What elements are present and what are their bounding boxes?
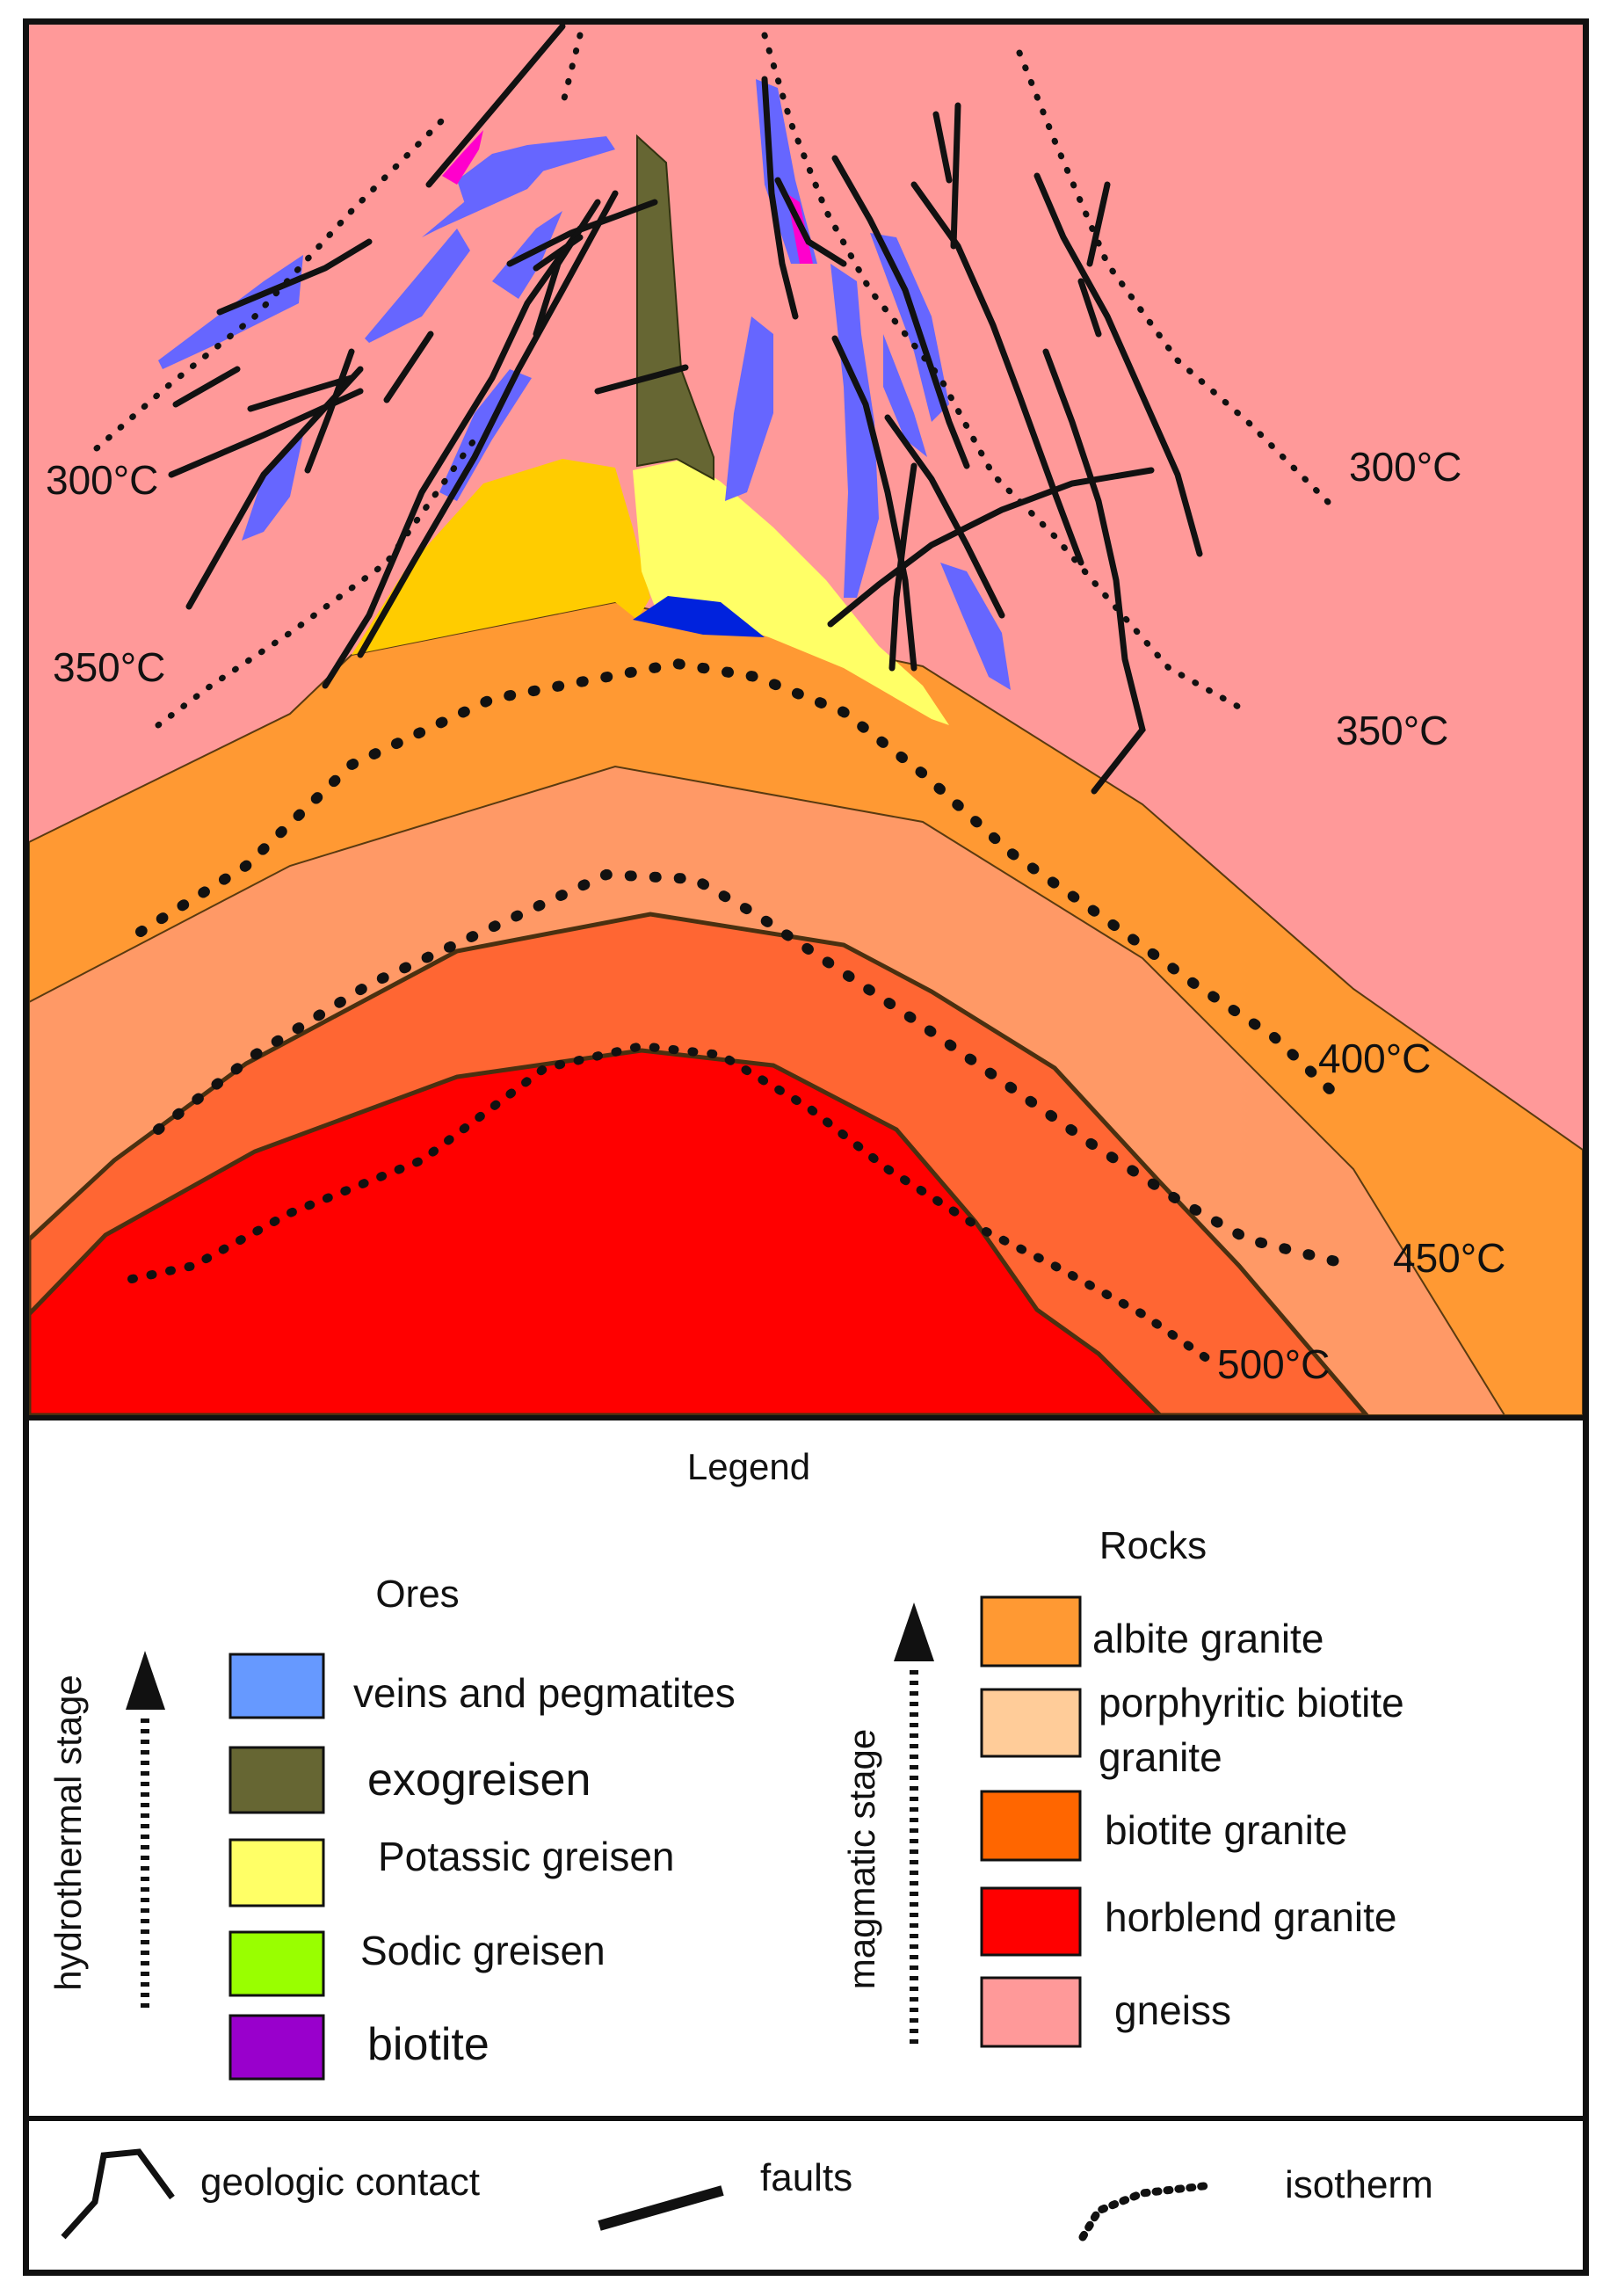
fault <box>827 467 1155 628</box>
fault <box>322 225 584 689</box>
sodic-greisen-lens <box>633 596 765 637</box>
fault <box>425 23 566 188</box>
isotherm-300-top <box>559 32 584 109</box>
isotherm-300-right <box>1016 49 1339 513</box>
faults-label: faults <box>760 2156 852 2199</box>
isotherm-300-left <box>93 111 452 452</box>
geologic-contact-symbol <box>61 2148 175 2240</box>
rock-swatch-biotite-granite <box>980 1790 1082 1862</box>
vein <box>940 563 1011 690</box>
isotherm-symbol <box>1078 2181 1215 2242</box>
fault <box>247 374 355 412</box>
fault <box>831 155 970 469</box>
geologic-contact-label: geologic contact <box>200 2161 480 2204</box>
rocks-title: Rocks <box>1099 1524 1207 1567</box>
fault <box>888 462 917 672</box>
vein <box>365 229 470 343</box>
vein <box>725 316 773 501</box>
fault <box>357 190 619 658</box>
fault <box>1042 348 1146 795</box>
fault <box>1086 181 1111 267</box>
magmatic-stage-label: magmatic stage <box>841 1729 882 1989</box>
ore-label-veins: veins and pegmatites <box>353 1670 736 1716</box>
exogreisen-column <box>636 134 714 481</box>
isotherm-label-300-right: 300°C <box>1349 444 1461 490</box>
fault <box>1033 172 1203 557</box>
fault <box>594 364 689 395</box>
fault <box>533 234 584 272</box>
fault <box>932 111 953 184</box>
magmatic-stage-arrow <box>894 1602 934 2044</box>
fault <box>533 199 601 338</box>
legend-title: Legend <box>687 1446 810 1487</box>
outer-frame <box>23 18 1589 2276</box>
fault <box>383 331 434 403</box>
hydrothermal-stage-label: hydrothermal stage <box>47 1675 89 1991</box>
isotherm-400 <box>135 658 1350 1108</box>
biotite-lens <box>442 130 483 185</box>
isotherm-label-400: 400°C <box>1318 1035 1431 1081</box>
fault-symbol <box>598 2185 724 2231</box>
ore-label-sodic-greisen: Sodic greisen <box>360 1928 606 1973</box>
fault <box>831 335 917 672</box>
rock-swatch-horblend-granite <box>980 1886 1082 1957</box>
isotherm-500 <box>127 1041 1217 1367</box>
hydrothermal-stage-arrow <box>126 1651 165 2013</box>
rock-swatch-gneiss <box>980 1976 1082 2048</box>
ore-swatch-sodic-greisen <box>228 1930 325 1997</box>
isotherm-label: isotherm <box>1285 2163 1433 2206</box>
ore-swatch-veins <box>228 1653 325 1719</box>
rock-label-albite-granite: albite granite <box>1092 1616 1324 1661</box>
albite-cupola <box>352 459 650 655</box>
rock-label-horblend-granite: horblend granite <box>1105 1894 1396 1940</box>
potassic-greisen-body <box>633 459 949 725</box>
vein <box>830 264 879 598</box>
isotherm-label-500: 500°C <box>1217 1341 1330 1387</box>
ore-swatch-potassic-greisen <box>228 1838 325 1907</box>
fault <box>774 177 847 267</box>
fault <box>172 366 241 408</box>
isotherm-label-450: 450°C <box>1393 1235 1505 1281</box>
rock-swatch-porphyritic-biotite-granite <box>980 1688 1082 1758</box>
fault <box>910 181 1084 566</box>
rock-label-biotite-granite: biotite granite <box>1105 1807 1347 1853</box>
fault <box>1077 278 1102 338</box>
isotherm-350-left <box>155 436 478 729</box>
isotherms-group <box>93 32 1359 1367</box>
isotherm-label-350-left: 350°C <box>53 644 165 690</box>
vein <box>883 334 927 457</box>
arrow-head <box>126 1651 165 1710</box>
faults-group <box>168 23 1203 795</box>
vein <box>242 435 303 541</box>
isotherm-350-mid <box>761 32 1251 716</box>
cross-section: 300°C 300°C 350°C 350°C 400°C 450°C 500°… <box>24 19 1588 1420</box>
isotherm-label-300-left: 300°C <box>46 457 158 503</box>
arrow-head <box>894 1602 934 1661</box>
rocks-swatches <box>980 1595 1082 2048</box>
ore-label-potassic-greisen: Potassic greisen <box>378 1834 675 1879</box>
fault <box>884 414 1005 619</box>
ores-title: Ores <box>375 1573 459 1616</box>
ore-swatch-biotite <box>228 2014 325 2081</box>
symbols-frame <box>24 2116 1588 2275</box>
fault <box>506 199 658 267</box>
rock-swatch-albite-granite <box>980 1595 1082 1668</box>
fault <box>761 76 799 320</box>
rock-label-porphyritic-line2: granite <box>1099 1734 1222 1780</box>
vein <box>158 255 303 369</box>
ore-label-exogreisen: exogreisen <box>367 1755 591 1806</box>
rock-label-gneiss: gneiss <box>1114 1987 1231 2033</box>
fault <box>950 102 961 250</box>
legend: Legend Ores hydrothermal stage veins and… <box>24 1415 1588 2275</box>
ore-label-biotite: biotite <box>367 2019 490 2070</box>
vein <box>870 233 949 422</box>
isotherm-label-350-right: 350°C <box>1336 708 1448 753</box>
rock-label-porphyritic-line1: porphyritic biotite <box>1099 1680 1404 1726</box>
ore-swatch-exogreisen <box>228 1746 325 1814</box>
fault <box>304 348 355 474</box>
ores-swatches <box>228 1653 325 2081</box>
vein <box>457 136 615 207</box>
fault <box>216 238 373 316</box>
